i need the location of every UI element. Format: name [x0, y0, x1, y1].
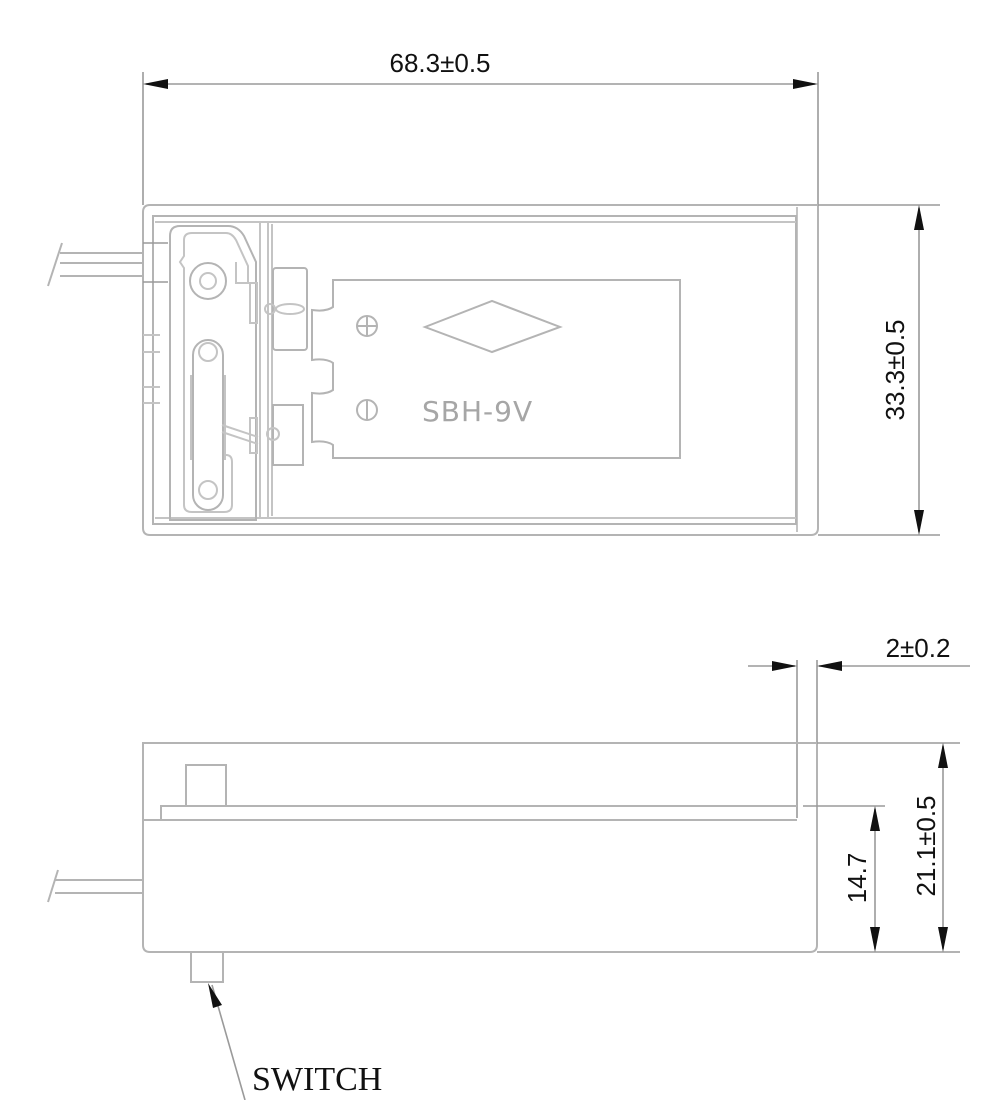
width-dimension: 33.3±0.5 — [818, 204, 940, 536]
side-view: 2±0.2 SWITCH 14.7 — [47, 633, 970, 1100]
arrow-left-icon — [143, 79, 168, 89]
total-height-dimension: 21.1±0.5 — [817, 742, 960, 952]
lid-thickness-dimension: 2±0.2 — [748, 633, 970, 818]
callout-arrow-icon — [208, 983, 222, 1008]
length-dimension: 68.3±0.5 — [142, 48, 819, 205]
part-marking-text: SBH-9V — [422, 395, 533, 428]
body-height-dimension: 14.7 — [803, 805, 960, 953]
arrow-down-icon — [938, 927, 948, 952]
switch-top — [185, 764, 227, 807]
holder-outer-body — [142, 204, 819, 536]
arrow-up-icon — [938, 743, 948, 768]
top-view: 68.3±0.5 — [47, 48, 940, 536]
terminal-contacts — [264, 267, 308, 466]
negative-polarity-icon — [356, 399, 378, 421]
arrow-down-icon — [914, 510, 924, 535]
diamond-mark-icon — [422, 299, 563, 354]
arrow-up-icon — [914, 205, 924, 230]
arrow-right-icon — [772, 661, 797, 671]
switch-knob — [190, 951, 224, 983]
length-dimension-label: 68.3±0.5 — [389, 48, 490, 78]
wire-leads — [47, 242, 168, 404]
lid-thickness-label: 2±0.2 — [886, 633, 951, 663]
total-height-label: 21.1±0.5 — [911, 795, 941, 896]
switch-label: SWITCH — [252, 1061, 382, 1098]
holder-side-body — [142, 742, 818, 953]
battery-label-plate: SBH-9V — [311, 279, 681, 459]
width-dimension-label: 33.3±0.5 — [880, 319, 910, 420]
body-height-label: 14.7 — [842, 853, 872, 904]
arrow-up-icon — [870, 806, 880, 831]
battery-lid — [160, 805, 797, 820]
arrow-right-icon — [793, 79, 818, 89]
positive-polarity-icon — [356, 315, 378, 337]
switch-callout: SWITCH — [208, 983, 382, 1100]
side-wire-lead — [47, 869, 143, 903]
switch-mechanism — [169, 225, 259, 521]
arrow-down-icon — [870, 927, 880, 952]
arrow-left-icon — [817, 661, 842, 671]
